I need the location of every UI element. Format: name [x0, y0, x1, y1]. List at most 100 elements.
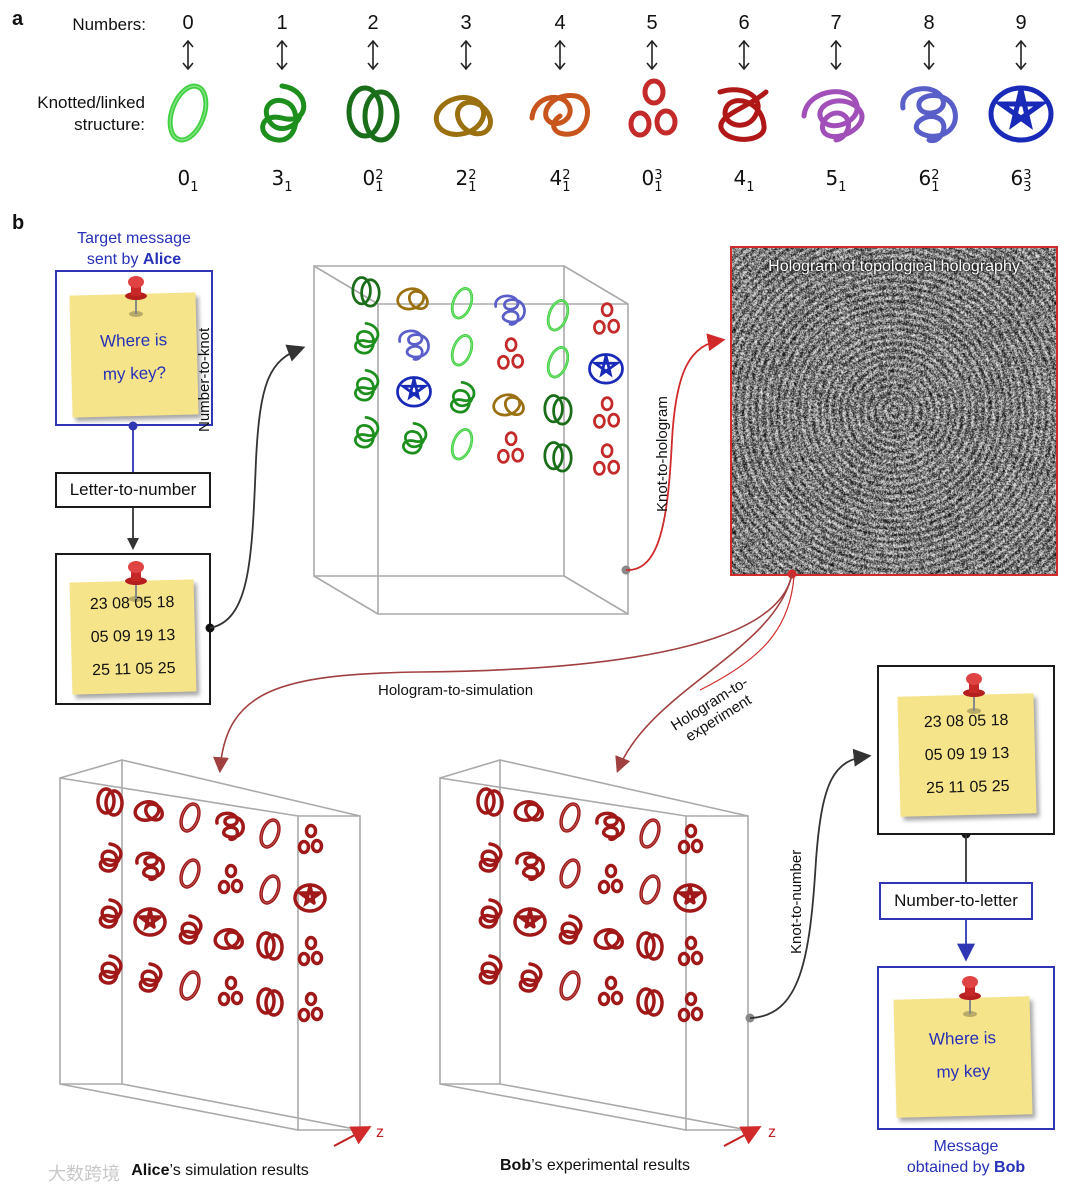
- knot-notation-sub: 1: [838, 180, 847, 195]
- reconstructed-knot-2: [96, 787, 124, 817]
- pushpin-icon: [125, 561, 147, 602]
- box-edge: [313, 575, 379, 615]
- encoded-knot-8: [494, 294, 526, 326]
- double-arrow-icon: [830, 39, 842, 71]
- reconstructed-knot-8: [595, 811, 625, 842]
- reconstructed-knot-1: [178, 914, 203, 945]
- alice-message-box: Where is my key?: [55, 270, 213, 426]
- reconstructed-knot-0: [559, 802, 581, 833]
- knot-notation-indices: 1: [746, 170, 754, 194]
- knot-encoding-box: [313, 265, 629, 615]
- knot-notation-base: 2: [455, 166, 469, 190]
- reconstructed-knot-5: [677, 823, 704, 855]
- structure-row-label: Knotted/linked structure:: [10, 92, 145, 136]
- number-0: 0: [182, 12, 194, 34]
- double-arrow-icon: [276, 39, 288, 71]
- reconstructed-knot-5: [677, 991, 704, 1023]
- number-6: 6: [738, 12, 750, 34]
- reconstructed-knot-0: [259, 818, 281, 849]
- knot-structure-0: [167, 83, 209, 143]
- z-axis-label-alice: z: [376, 1124, 384, 1141]
- encoded-knot-5: [497, 337, 525, 370]
- reconstructed-knot-5: [297, 935, 324, 967]
- message-obtained-line2: obtained by Bob: [877, 1157, 1055, 1178]
- encoded-knot-1: [354, 416, 380, 449]
- reconstructed-knot-1: [138, 962, 163, 993]
- encoded-knot-2: [543, 394, 573, 426]
- target-line2: sent by Alice: [50, 249, 218, 270]
- hologram-noise-image: [732, 248, 1056, 574]
- reconstructed-knot-0: [639, 818, 661, 849]
- knot-notation-base: 0: [177, 166, 191, 190]
- reconstructed-knot-5: [597, 975, 624, 1007]
- encoded-knot-5: [497, 431, 525, 464]
- knot-notation-sub: 1: [190, 180, 199, 195]
- reconstructed-knot-0: [639, 874, 661, 905]
- encoded-knot-0: [450, 428, 474, 461]
- double-arrow-icon: [367, 39, 379, 71]
- knot-notation-sub: 1: [375, 180, 384, 195]
- hologram-branch-line: [699, 575, 795, 691]
- knot-notation-base: 3: [271, 166, 285, 190]
- bob-note-line2: my key: [936, 1061, 991, 1082]
- panel-a-letter: a: [12, 8, 24, 30]
- reconstructed-knot-9: [293, 883, 327, 913]
- message-obtained-caption: Message obtained by Bob: [877, 1136, 1055, 1178]
- box-edge: [563, 575, 629, 615]
- knot-notation-base: 4: [733, 166, 747, 190]
- reconstructed-knot-3: [513, 800, 544, 822]
- number-9: 9: [1015, 12, 1027, 34]
- knot-notation-sup: 2: [931, 168, 940, 183]
- alice-box-edge: [59, 759, 123, 779]
- letter-to-number-label: Letter-to-number: [69, 480, 197, 499]
- reconstructed-knot-1: [98, 954, 123, 985]
- reconstructed-knot-0: [179, 802, 201, 833]
- reconstructed-knot-1: [518, 962, 543, 993]
- pushpin-icon: [125, 276, 147, 317]
- encoded-knot-8: [398, 329, 430, 361]
- encoded-knot-2: [351, 276, 381, 308]
- reconstructed-knot-3: [133, 800, 164, 822]
- z-axis-arrow-alice: [333, 1126, 372, 1147]
- number-code-box: 23 08 05 18 05 09 19 13 25 11 05 25: [55, 553, 211, 705]
- reconstructed-knot-2: [636, 987, 664, 1017]
- bob-results-caption: Bob’s experimental results: [470, 1157, 720, 1175]
- double-arrow-icon: [182, 39, 194, 71]
- double-arrow-icon: [1015, 39, 1027, 71]
- encoded-knot-0: [450, 287, 474, 320]
- encoded-knot-5: [593, 302, 621, 335]
- knot-structure-4: [529, 93, 590, 137]
- bob-note-line1: Where is: [928, 1028, 997, 1049]
- number-3: 3: [460, 12, 472, 34]
- reconstructed-knot-5: [677, 935, 704, 967]
- bob-code-text: 23 08 05 18 05 09 19 13 25 11 05 25: [898, 703, 1037, 806]
- box-edge: [313, 265, 379, 305]
- structure-label-line1: Knotted/linked: [37, 93, 145, 112]
- reconstructed-knot-2: [636, 931, 664, 961]
- encoded-knot-0: [546, 299, 570, 332]
- knot-notation-1: 3 1: [247, 166, 317, 194]
- reconstructed-knot-3: [593, 928, 624, 950]
- bob-name-blue: Bob: [994, 1159, 1026, 1176]
- knot-notation-sup: 3: [1023, 168, 1032, 183]
- knot-structure-1: [260, 83, 307, 143]
- target-message-caption: Target message sent by Alice: [50, 228, 218, 270]
- reconstructed-knot-5: [297, 991, 324, 1023]
- double-arrow-icon: [738, 39, 750, 71]
- hologram-to-simulation-label: Hologram-to-simulation: [378, 682, 534, 699]
- bob-experimental-knots: [476, 787, 707, 1023]
- double-arrow-icon: [554, 39, 566, 71]
- reconstructed-knot-8: [515, 851, 545, 882]
- double-arrow-icon: [923, 39, 935, 71]
- encoded-knot-2: [543, 441, 573, 473]
- reconstructed-knot-5: [597, 863, 624, 895]
